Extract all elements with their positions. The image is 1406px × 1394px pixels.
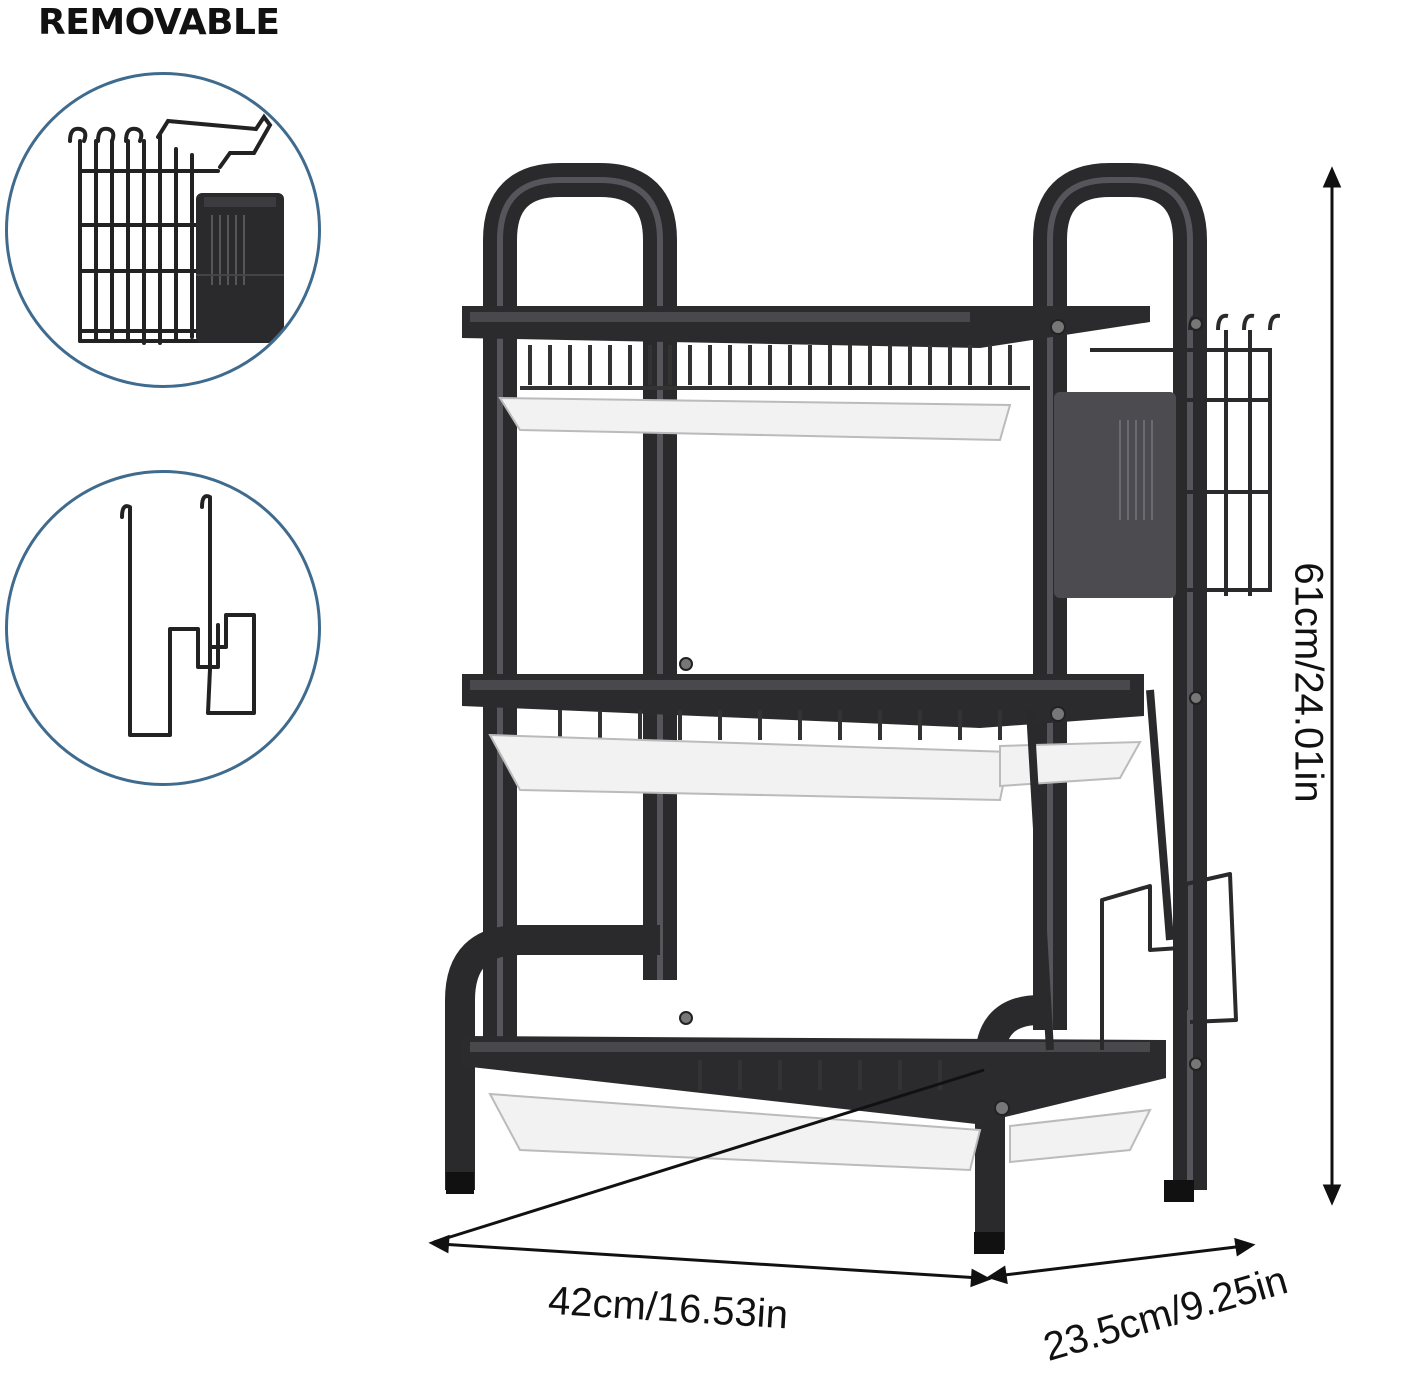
removable-heading: REMOVABLE <box>38 2 280 43</box>
utensil-basket-icon <box>68 113 284 345</box>
height-dimension-label: 61cm/24.01in <box>1286 562 1331 803</box>
cutting-board-hook-icon <box>120 494 256 737</box>
cutting-board-hook-inset <box>5 470 321 786</box>
utensil-basket-inset <box>5 72 321 388</box>
